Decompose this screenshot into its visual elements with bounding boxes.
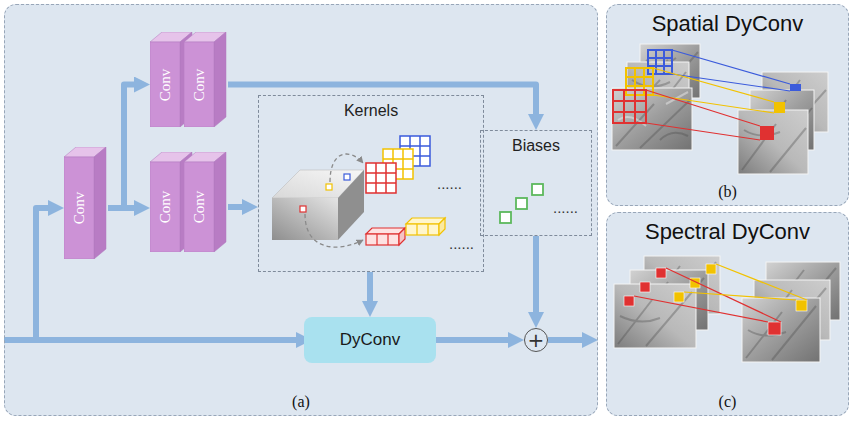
flow-arrow <box>548 337 582 343</box>
flow-arrow <box>108 85 134 209</box>
panel-title: Biases <box>481 137 591 155</box>
spectral-kernel <box>366 234 399 245</box>
dashed-arrow <box>305 154 363 247</box>
output-pixel <box>774 102 785 113</box>
panel-title: Spatial DyConv <box>607 11 848 37</box>
feature-block <box>326 184 332 190</box>
conv-block: Conv <box>184 152 228 252</box>
kernel-grid <box>366 136 430 193</box>
conv-block-side <box>94 147 106 259</box>
dashed-arrow <box>305 214 363 247</box>
spectral-kernel <box>377 234 388 245</box>
projection-line <box>646 90 760 140</box>
bias-square <box>500 212 511 223</box>
flow-arrow <box>533 236 539 312</box>
block-label: Conv <box>71 192 88 225</box>
spectral-pixel <box>624 264 807 335</box>
image-patch <box>746 306 816 360</box>
projection-line <box>684 264 807 300</box>
spatial-kernel-grid <box>613 50 672 123</box>
block-label: Conv <box>157 191 174 224</box>
spectral-pixel <box>624 296 634 306</box>
panel-caption: (c) <box>607 393 848 411</box>
kernel-grid <box>366 163 396 193</box>
feature-block <box>344 174 350 180</box>
kernel-grid <box>366 163 396 193</box>
image-patch <box>612 44 828 174</box>
panel-title: Kernels <box>259 102 483 120</box>
figure-panel: Spatial DyConv (b) <box>606 4 849 206</box>
output-pixel <box>760 126 774 140</box>
image-patch <box>742 298 820 362</box>
projection-line <box>646 50 790 140</box>
spectral-pixel <box>706 264 716 274</box>
conv-block-front <box>150 42 180 127</box>
image-patch <box>614 284 696 348</box>
image-patch <box>742 124 806 172</box>
spectral-pixel <box>768 322 781 335</box>
ellipsis-mark: ...... <box>553 200 578 215</box>
projection-line <box>634 268 781 322</box>
image-patch <box>618 92 688 126</box>
projection-line <box>634 264 807 322</box>
dashed-arrow <box>330 154 363 182</box>
flow-arrow <box>367 272 373 301</box>
panel-ground <box>4 4 849 416</box>
feature-block <box>338 170 364 240</box>
spectral-kernel <box>406 224 439 235</box>
figure-panel: Spectral DyConv (c) <box>606 212 849 416</box>
flow-arrow <box>36 208 48 340</box>
panel-caption: (b) <box>607 183 848 201</box>
flow-arrow <box>436 337 508 343</box>
conv-block-front <box>184 162 214 252</box>
conv-block-front <box>184 42 214 127</box>
panel-ground <box>606 212 849 416</box>
panel-ground <box>4 4 598 416</box>
sum-node: + <box>524 328 548 352</box>
spatial-kernel-grid <box>613 90 646 123</box>
conv-block-front <box>64 157 94 259</box>
conv-block-front <box>150 162 180 252</box>
conv-block: Conv <box>184 32 228 127</box>
figure-panel: (a)ConvConvConvConvConvKernelsBiasesDyCo… <box>4 4 598 416</box>
flow-arrow <box>108 205 134 211</box>
feature-block <box>272 170 364 240</box>
block-label: Conv <box>191 68 208 101</box>
output-pixel <box>790 84 801 91</box>
ellipsis-mark: ...... <box>449 236 474 251</box>
spectral-pixel <box>656 268 666 278</box>
ellipsis-mark: ...... <box>437 176 462 191</box>
bias-square <box>532 184 543 195</box>
spectral-kernel <box>366 218 445 245</box>
flow-arrow <box>4 337 296 343</box>
box-label: DyConv <box>304 317 436 363</box>
panel-title: Spectral DyConv <box>607 219 848 245</box>
block-label: Conv <box>157 68 174 101</box>
conv-block-side <box>214 32 226 127</box>
panel-caption: (a) <box>5 393 597 411</box>
projection-line <box>672 50 790 91</box>
spectral-pixel <box>640 282 650 292</box>
spectral-pixel <box>796 300 807 311</box>
conv-block-side <box>214 152 226 252</box>
flow-arrow <box>228 204 242 210</box>
panel-ground <box>606 4 849 206</box>
spectral-kernel <box>439 218 445 235</box>
bias-square <box>516 198 527 209</box>
feature-block <box>300 206 306 212</box>
bias-square <box>500 184 543 223</box>
spectral-pixel <box>674 292 684 302</box>
spectral-kernel <box>417 224 428 235</box>
box-label: + <box>525 329 547 351</box>
spectral-kernel <box>399 228 405 245</box>
projection-line <box>653 68 774 113</box>
dyconv-box: DyConv <box>304 317 436 363</box>
image-patch <box>738 110 808 174</box>
image-patch <box>612 88 692 150</box>
feature-block <box>272 198 338 240</box>
conv-block: Conv <box>64 147 108 259</box>
block-label: Conv <box>191 191 208 224</box>
image-patch <box>614 256 840 362</box>
biases-group: Biases <box>480 130 592 236</box>
